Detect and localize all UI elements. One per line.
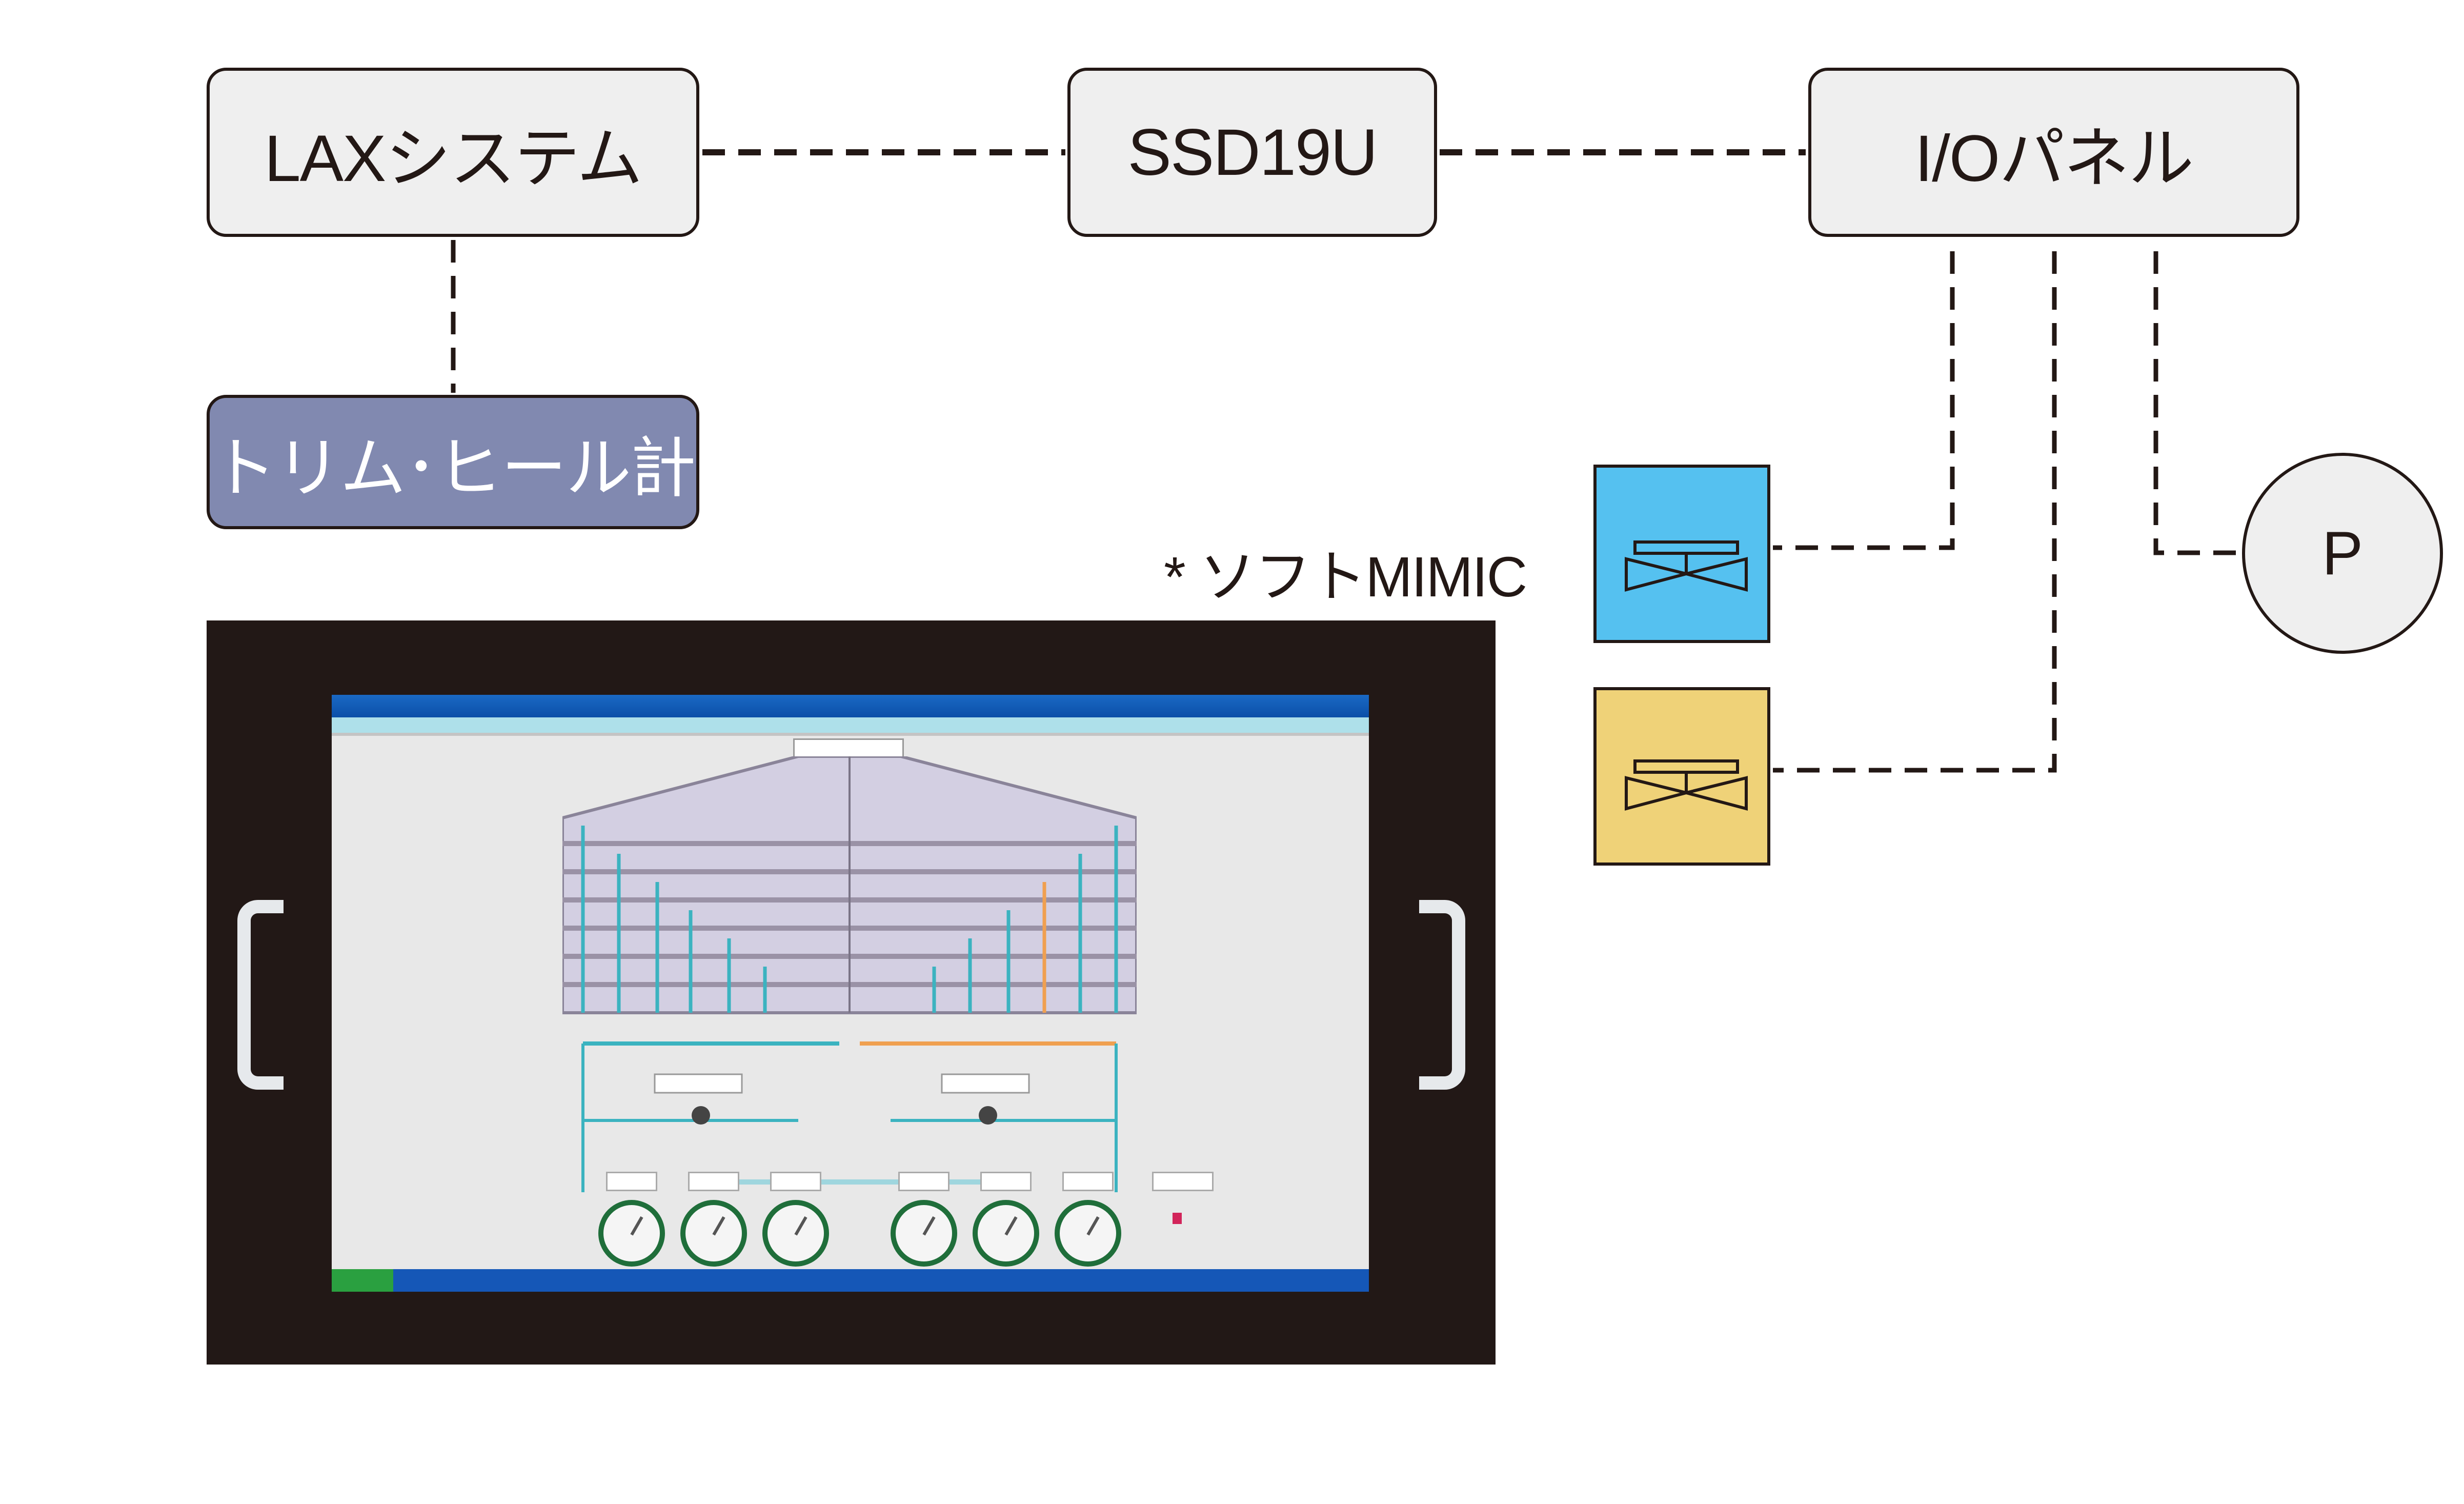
taskbar xyxy=(332,1269,1369,1292)
node-trim-heel-meter-label: トリム･ヒール計 xyxy=(211,431,696,505)
alarm-label xyxy=(1152,1172,1214,1191)
tank-hull-diagram xyxy=(562,756,1137,1014)
link-io-valve-blue xyxy=(1773,251,1955,550)
valve-yellow xyxy=(1593,687,1770,866)
node-ssd19u-label: SSD19U xyxy=(1127,115,1378,189)
gauge-label xyxy=(606,1172,657,1191)
valve-blue xyxy=(1593,465,1770,643)
link-io-valve-yellow xyxy=(1773,251,2057,773)
gauge-icon xyxy=(680,1200,747,1267)
node-io-panel-label: I/Oパネル xyxy=(1914,122,2194,195)
soft-mimic-caption: * ソフトMIMIC xyxy=(1164,546,1527,609)
gauge-icon xyxy=(891,1200,957,1267)
gauge-label xyxy=(1062,1172,1114,1191)
alarm-indicator-icon xyxy=(1173,1213,1182,1224)
window-menubar xyxy=(332,717,1369,736)
gauge-label xyxy=(980,1172,1032,1191)
node-lax-system-label: LAXシステム xyxy=(264,122,642,195)
gauge-label xyxy=(770,1172,821,1191)
node-trim-heel-meter: トリム･ヒール計 xyxy=(207,395,699,529)
gauge-icon xyxy=(973,1200,1039,1267)
gauge-label xyxy=(688,1172,739,1191)
window-titlebar xyxy=(332,695,1369,717)
pipe-network xyxy=(581,1041,1118,1192)
start-button[interactable] xyxy=(332,1269,393,1292)
valve-icon xyxy=(1625,759,1748,811)
gauge-label xyxy=(898,1172,950,1191)
pump-icon: P xyxy=(2242,453,2443,654)
node-ssd19u: SSD19U xyxy=(1067,68,1437,237)
node-io-panel: I/Oパネル xyxy=(1808,68,2299,237)
gauge-icon xyxy=(598,1200,665,1267)
link-io-pump xyxy=(2153,251,2241,555)
monitor xyxy=(207,620,1496,1365)
valve-icon xyxy=(1625,540,1748,592)
gauge-icon xyxy=(762,1200,829,1267)
mimic-screen[interactable] xyxy=(332,695,1369,1292)
right-handle-icon xyxy=(1419,900,1465,1090)
node-lax-system: LAXシステム xyxy=(207,68,699,237)
gauge-icon xyxy=(1055,1200,1121,1267)
pump-label: P xyxy=(2321,519,2364,588)
left-handle-icon xyxy=(237,900,284,1090)
